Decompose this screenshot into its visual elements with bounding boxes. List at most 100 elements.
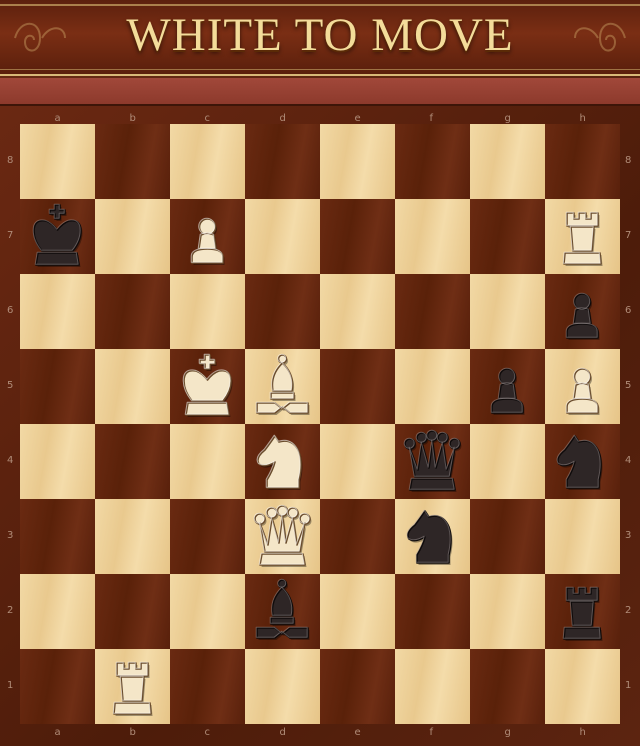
square-a5[interactable] — [20, 349, 95, 424]
rank-label-left: 1 — [7, 679, 14, 691]
white-bishop-d5[interactable] — [245, 349, 320, 424]
black-king-icon — [32, 203, 83, 267]
white-king-c5[interactable] — [170, 349, 245, 424]
rank-label-left: 5 — [7, 379, 14, 391]
file-label-top: d — [279, 113, 286, 124]
square-a2[interactable] — [20, 574, 95, 649]
square-h3[interactable] — [545, 499, 620, 574]
file-label-bottom: h — [579, 727, 586, 738]
black-knight-icon — [556, 434, 603, 490]
white-rook-h7[interactable] — [545, 199, 620, 274]
square-f8[interactable] — [395, 124, 470, 199]
file-label-top: g — [504, 113, 511, 124]
rank-label-left: 7 — [7, 229, 14, 241]
square-a1[interactable] — [20, 649, 95, 724]
chess-board[interactable] — [20, 124, 620, 724]
square-b8[interactable] — [95, 124, 170, 199]
black-knight-icon — [406, 509, 453, 565]
page-title: WHITE TO MOVE — [126, 9, 514, 61]
square-b2[interactable] — [95, 574, 170, 649]
square-c1[interactable] — [170, 649, 245, 724]
black-knight-h4[interactable] — [545, 424, 620, 499]
file-label-bottom: c — [204, 727, 211, 738]
square-f7[interactable] — [395, 199, 470, 274]
square-a4[interactable] — [20, 424, 95, 499]
square-g4[interactable] — [470, 424, 545, 499]
rank-label-right: 8 — [625, 154, 632, 166]
square-h8[interactable] — [545, 124, 620, 199]
square-e7[interactable] — [320, 199, 395, 274]
square-b5[interactable] — [95, 349, 170, 424]
black-pawn-icon — [490, 367, 525, 415]
square-e2[interactable] — [320, 574, 395, 649]
white-pawn-icon — [565, 367, 600, 415]
square-f1[interactable] — [395, 649, 470, 724]
square-d6[interactable] — [245, 274, 320, 349]
square-g1[interactable] — [470, 649, 545, 724]
square-e1[interactable] — [320, 649, 395, 724]
square-d7[interactable] — [245, 199, 320, 274]
white-pawn-icon — [190, 217, 225, 265]
square-d1[interactable] — [245, 649, 320, 724]
white-pawn-h5[interactable] — [545, 349, 620, 424]
rank-label-left: 2 — [7, 604, 14, 616]
square-c2[interactable] — [170, 574, 245, 649]
square-c4[interactable] — [170, 424, 245, 499]
square-e4[interactable] — [320, 424, 395, 499]
white-queen-d3[interactable] — [245, 499, 320, 574]
white-pawn-c7[interactable] — [170, 199, 245, 274]
black-pawn-h6[interactable] — [545, 274, 620, 349]
file-label-top: h — [579, 113, 586, 124]
rank-label-left: 8 — [7, 154, 14, 166]
square-b4[interactable] — [95, 424, 170, 499]
black-pawn-g5[interactable] — [470, 349, 545, 424]
white-rook-icon — [562, 211, 603, 266]
square-c8[interactable] — [170, 124, 245, 199]
white-knight-d4[interactable] — [245, 424, 320, 499]
square-f6[interactable] — [395, 274, 470, 349]
square-e5[interactable] — [320, 349, 395, 424]
black-king-a7[interactable] — [20, 199, 95, 274]
scroll-ornament-icon — [574, 22, 626, 52]
black-queen-f4[interactable] — [395, 424, 470, 499]
white-queen-icon — [253, 504, 312, 567]
rank-label-right: 4 — [625, 454, 632, 466]
square-e6[interactable] — [320, 274, 395, 349]
black-rook-icon — [562, 586, 603, 641]
black-knight-f3[interactable] — [395, 499, 470, 574]
black-bishop-d2[interactable] — [245, 574, 320, 649]
square-g8[interactable] — [470, 124, 545, 199]
square-b3[interactable] — [95, 499, 170, 574]
file-label-bottom: b — [129, 727, 136, 738]
square-d8[interactable] — [245, 124, 320, 199]
white-rook-b1[interactable] — [95, 649, 170, 724]
square-a8[interactable] — [20, 124, 95, 199]
square-g6[interactable] — [470, 274, 545, 349]
square-b6[interactable] — [95, 274, 170, 349]
rank-label-right: 5 — [625, 379, 632, 391]
square-f2[interactable] — [395, 574, 470, 649]
square-g3[interactable] — [470, 499, 545, 574]
square-e3[interactable] — [320, 499, 395, 574]
scroll-ornament-icon — [14, 22, 66, 52]
square-a3[interactable] — [20, 499, 95, 574]
square-e8[interactable] — [320, 124, 395, 199]
square-f5[interactable] — [395, 349, 470, 424]
square-c6[interactable] — [170, 274, 245, 349]
header-strip — [0, 78, 640, 106]
file-label-bottom: g — [504, 727, 511, 738]
black-pawn-icon — [565, 292, 600, 340]
square-g7[interactable] — [470, 199, 545, 274]
rank-label-right: 1 — [625, 679, 632, 691]
rank-label-right: 6 — [625, 304, 632, 316]
square-c3[interactable] — [170, 499, 245, 574]
square-h1[interactable] — [545, 649, 620, 724]
square-a6[interactable] — [20, 274, 95, 349]
white-rook-icon — [112, 661, 153, 716]
black-rook-h2[interactable] — [545, 574, 620, 649]
square-b7[interactable] — [95, 199, 170, 274]
rank-label-left: 6 — [7, 304, 14, 316]
black-queen-icon — [403, 429, 462, 492]
square-g2[interactable] — [470, 574, 545, 649]
